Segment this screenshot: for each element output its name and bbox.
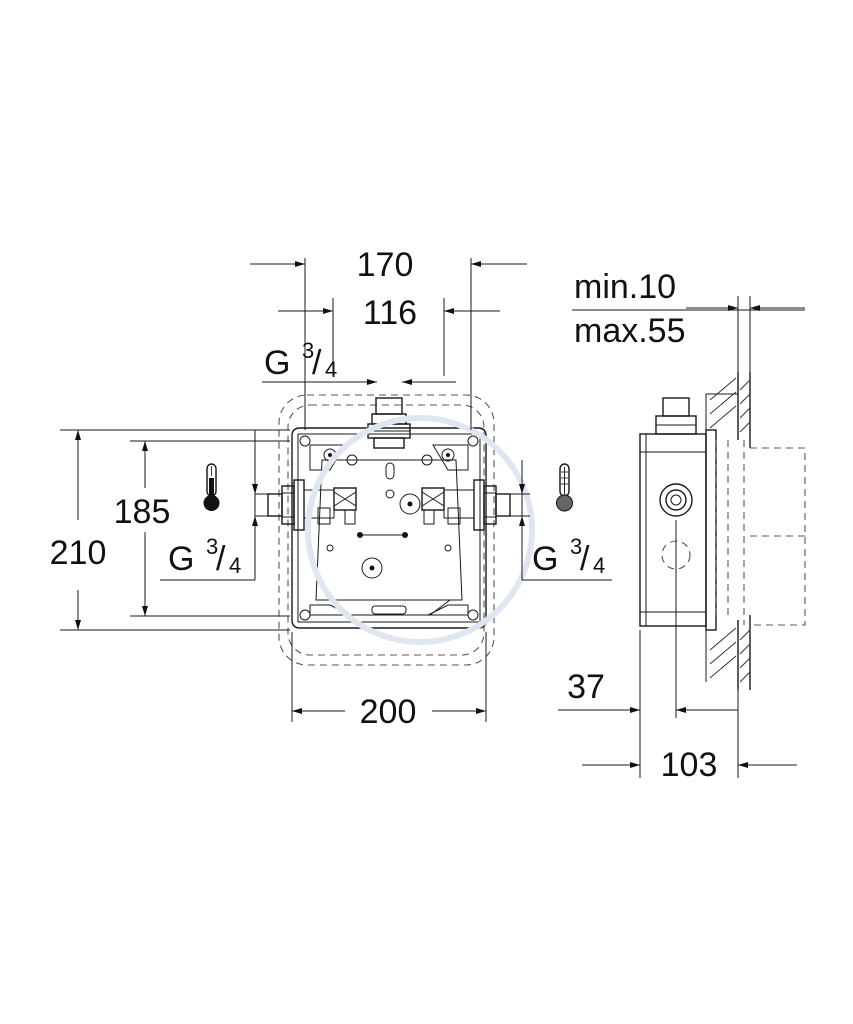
dimension-116: 116: [363, 294, 417, 332]
dimension-max55: max.55: [574, 312, 686, 350]
front-dimensions: 170 116 G 3 / 4 210 185: [50, 246, 612, 731]
wall-hatch-bottom: [705, 615, 751, 690]
dimension-200: 200: [360, 693, 417, 731]
dimension-170: 170: [357, 246, 414, 284]
dimension-min10: min.10: [574, 268, 676, 306]
mounting-plate: [291, 427, 487, 629]
dimension-37: 37: [567, 668, 605, 706]
thermometer-hot-icon: [203, 463, 220, 511]
thread-label-top: G 3 / 4: [264, 338, 337, 382]
svg-text:/: /: [216, 540, 226, 578]
front-view: [267, 394, 535, 666]
svg-text:3: 3: [570, 534, 582, 559]
top-outlet: [375, 397, 403, 415]
svg-text:G: G: [264, 344, 290, 382]
svg-text:G: G: [532, 540, 558, 578]
svg-text:3: 3: [206, 534, 218, 559]
thermometer-cold-icon: [556, 463, 573, 512]
side-port: [659, 483, 693, 517]
svg-text:G: G: [168, 540, 194, 578]
valve-housing: [315, 459, 463, 601]
svg-text:4: 4: [593, 553, 605, 578]
dimension-103: 103: [661, 746, 718, 784]
thread-label-left: G 3 / 4: [168, 534, 241, 578]
dimension-185: 185: [114, 493, 171, 531]
left-inlet-connector: [267, 493, 283, 517]
wall-hatch-top: [705, 372, 751, 448]
housing-side: [639, 433, 707, 627]
svg-text:3: 3: [302, 338, 314, 363]
cover-plate-outline: [750, 447, 806, 626]
outer-dashed-contour: [278, 394, 495, 666]
thread-label-right: G 3 / 4: [532, 534, 605, 578]
dimension-210: 210: [50, 534, 107, 572]
side-dimensions: min.10 max.55 37 103: [558, 268, 805, 784]
inner-dashed-contour: [287, 404, 485, 656]
svg-text:/: /: [580, 540, 590, 578]
svg-text:/: /: [312, 344, 322, 382]
side-view: [639, 372, 806, 690]
svg-text:4: 4: [325, 357, 337, 382]
right-inlet-connector: [495, 493, 511, 517]
watermark-circle: [305, 415, 535, 645]
svg-text:4: 4: [229, 553, 241, 578]
